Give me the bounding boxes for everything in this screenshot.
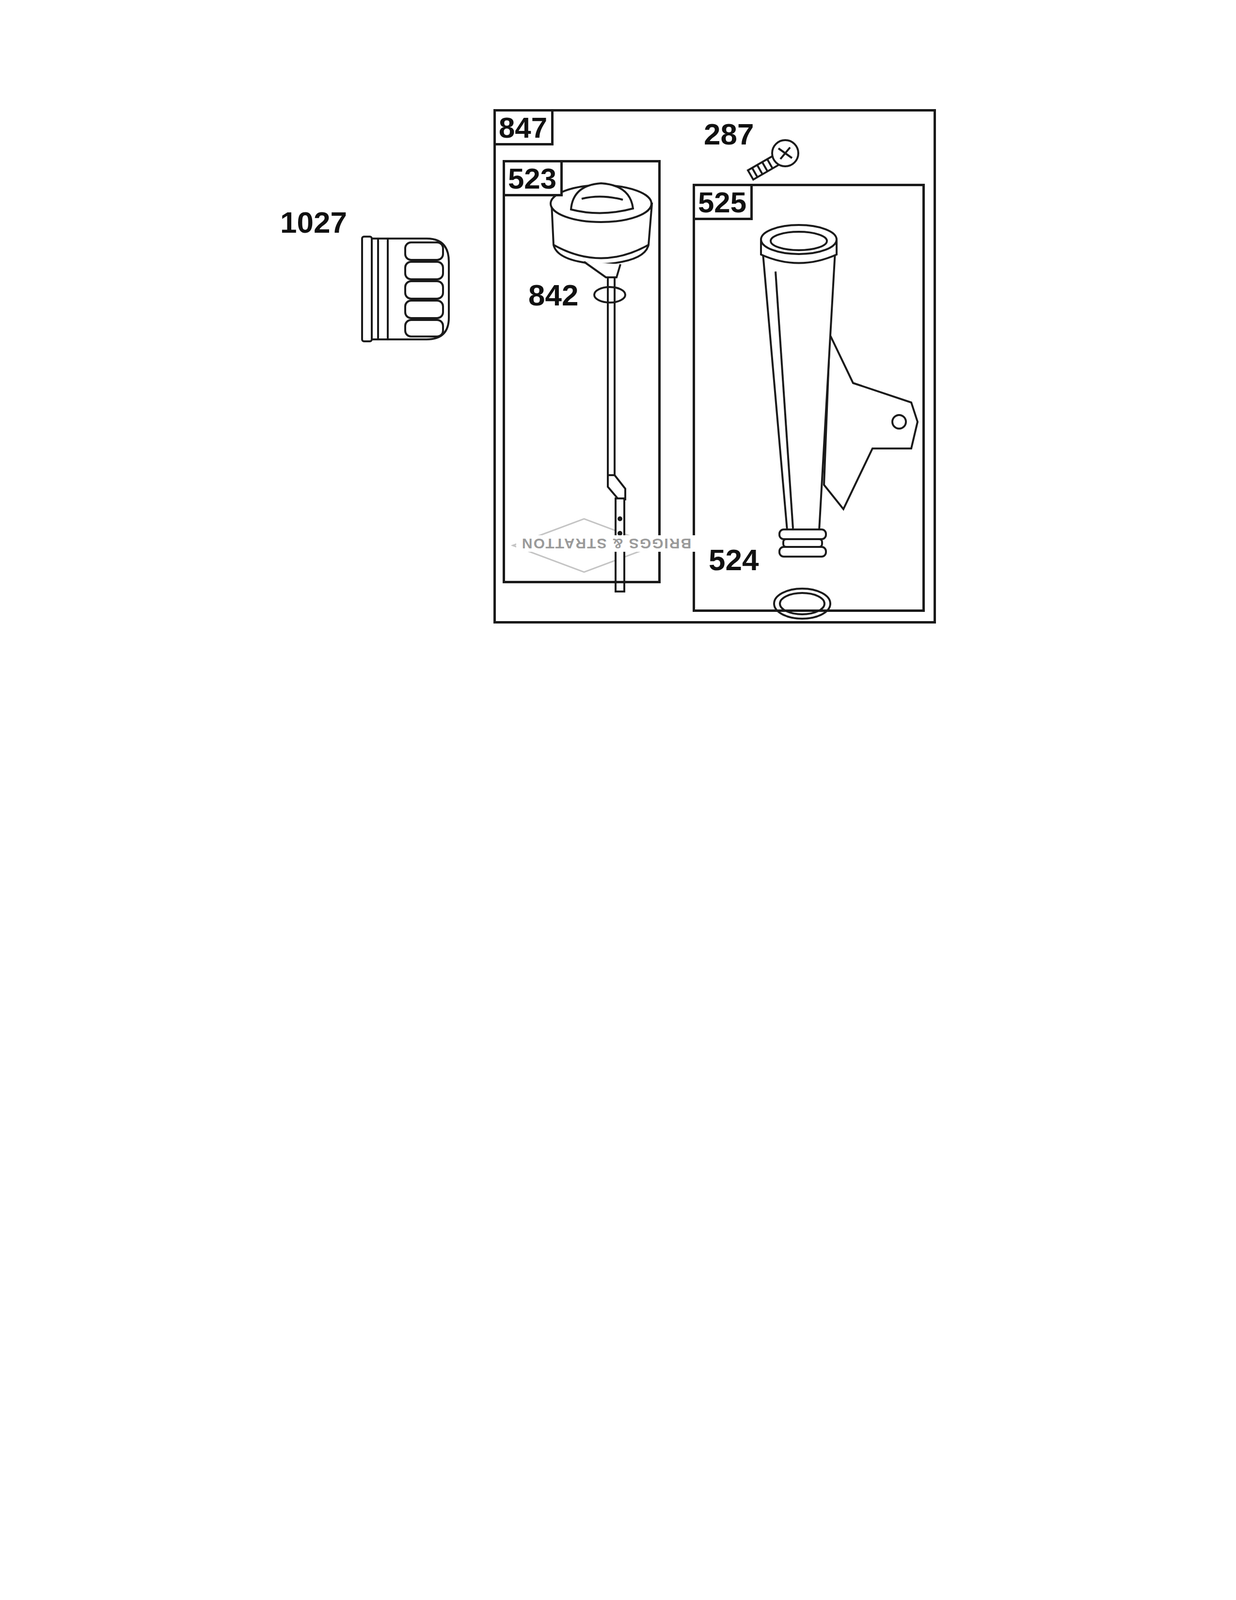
oil-filter <box>371 238 449 340</box>
oil-filter <box>405 281 444 299</box>
group-number: 523 <box>505 162 563 197</box>
callout-number: 842 <box>528 280 579 311</box>
oil-filter <box>386 239 389 339</box>
oil-filter <box>405 261 444 280</box>
screw <box>752 167 758 177</box>
dipstick-tube <box>779 529 826 539</box>
o-ring <box>594 286 626 303</box>
watermark: BRIGGS & STRATTON <box>516 535 697 552</box>
dipstick <box>607 475 626 500</box>
dipstick <box>607 269 615 476</box>
oil-filter <box>405 300 444 318</box>
oil-filter <box>377 239 380 339</box>
callout-number: 287 <box>703 119 754 150</box>
screw <box>780 147 791 159</box>
sealing-ring <box>774 588 831 619</box>
oil-filter <box>405 319 444 337</box>
dipstick-tube <box>892 414 906 429</box>
screw <box>761 161 768 172</box>
oil-filter <box>362 236 449 342</box>
dipstick-tube <box>760 224 918 557</box>
dipstick <box>584 261 621 278</box>
oil-filter <box>405 242 444 260</box>
dipstick-tube <box>770 231 827 251</box>
dipstick <box>618 517 622 521</box>
oil-filter <box>362 236 372 342</box>
dipstick-tube <box>761 242 836 531</box>
screw <box>772 140 799 167</box>
o-ring <box>594 286 626 303</box>
dipstick <box>570 183 634 214</box>
dipstick <box>550 183 652 592</box>
part-group-box: 523 <box>502 159 661 584</box>
sealing-ring <box>774 588 831 619</box>
screw <box>747 140 799 180</box>
dipstick <box>553 244 649 259</box>
dipstick-tube <box>783 538 823 547</box>
dipstick <box>581 196 623 200</box>
dipstick <box>618 531 622 535</box>
group-number: 525 <box>695 186 753 221</box>
dipstick-tube <box>775 271 793 529</box>
dipstick-tube <box>824 334 918 509</box>
screw <box>757 164 763 175</box>
screw <box>767 158 773 169</box>
group-number: 847 <box>495 111 554 146</box>
dipstick-tube <box>760 224 837 254</box>
callout-number: 524 <box>708 544 759 575</box>
dipstick-tube <box>779 546 826 557</box>
callout-number: 1027 <box>280 207 348 238</box>
